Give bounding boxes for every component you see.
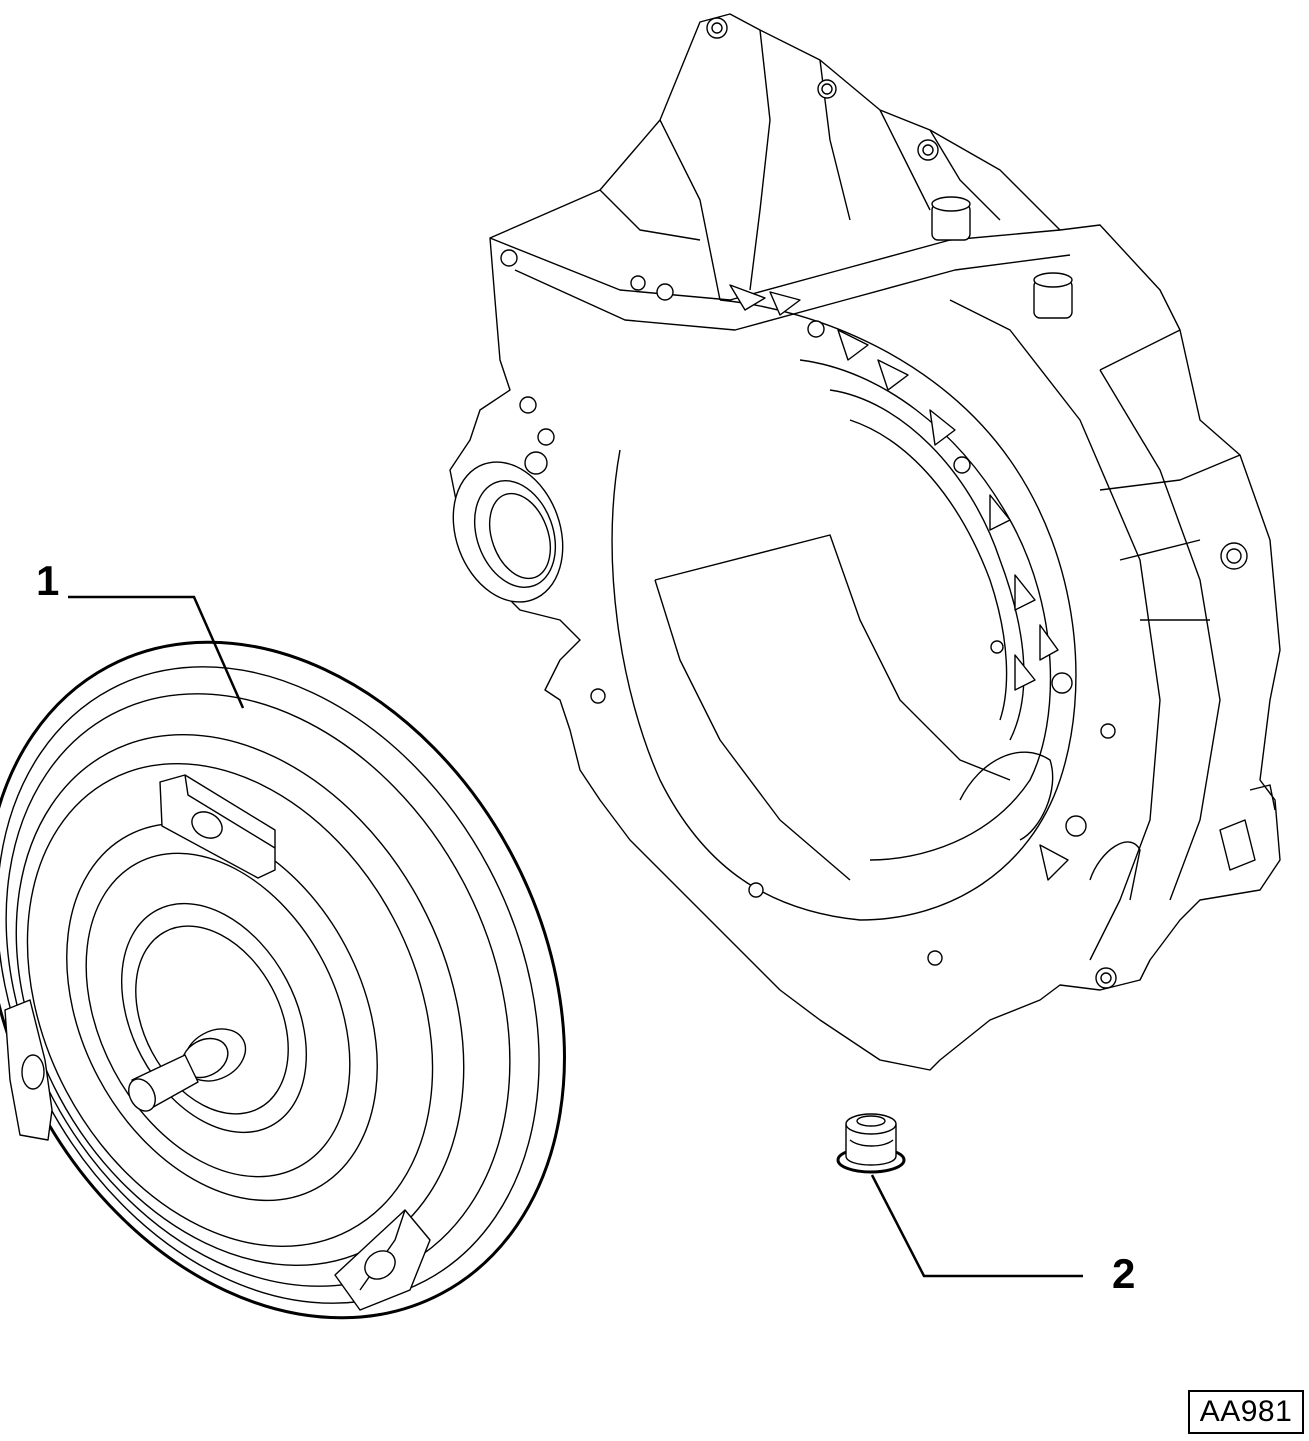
callout-1-label: 1	[36, 557, 59, 604]
transmission-housing[interactable]	[435, 13, 1281, 1071]
callout-1-leader	[68, 595, 245, 709]
drain-plug[interactable]	[836, 1113, 906, 1174]
callout-2-leader	[870, 1174, 1083, 1278]
reference-code: AA981	[1199, 1395, 1293, 1428]
reference-code-box: AA981	[1188, 1390, 1304, 1434]
torque-converter[interactable]	[0, 541, 678, 1420]
callout-2-label: 2	[1112, 1250, 1135, 1297]
